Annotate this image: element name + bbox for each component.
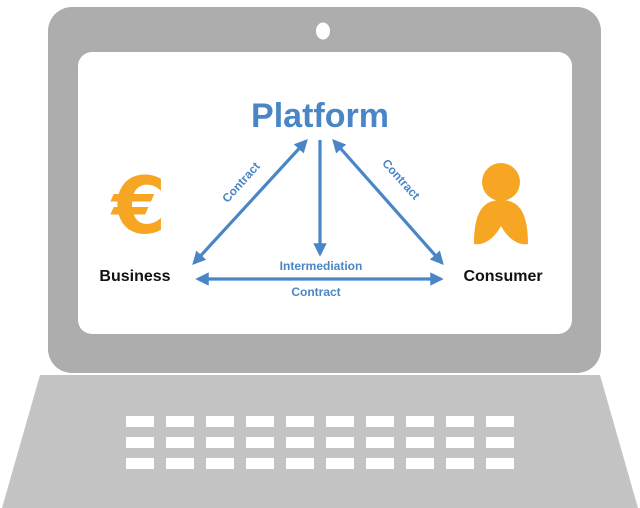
keyboard-key [206,437,234,448]
business-label: Business [99,268,170,285]
keyboard-key [446,416,474,427]
keyboard-key [166,416,194,427]
keyboard-key [246,416,274,427]
keyboard-key [366,416,394,427]
keyboard-key [366,458,394,469]
platform-title: Platform [251,97,389,135]
keyboard-key [406,458,434,469]
keyboard-key [406,416,434,427]
bottom-contract-label: Contract [291,285,340,299]
keyboard-key [446,437,474,448]
webcam-icon [316,22,330,40]
keyboard-key [286,437,314,448]
arrow-business-platform [192,139,308,265]
keyboard-key [166,437,194,448]
consumer-label: Consumer [463,268,542,285]
keyboard-key [126,416,154,427]
keyboard-key [326,458,354,469]
intermediation-label: Intermediation [280,259,363,273]
keyboard-key [286,458,314,469]
keyboard-key [326,437,354,448]
euro-icon: € [110,162,166,252]
keyboard-key [446,458,474,469]
keyboard-key [126,458,154,469]
keyboard-key [206,458,234,469]
keyboard-key [166,458,194,469]
keyboard-key [486,416,514,427]
keyboard [126,416,514,469]
laptop-base [2,375,638,508]
arrow-consumer-platform [332,138,444,266]
keyboard-key [246,437,274,448]
keyboard-key [486,437,514,448]
keyboard-key [206,416,234,427]
keyboard-key [486,458,514,469]
keyboard-key [126,437,154,448]
person-icon [474,163,528,245]
diagram-arrows [192,138,444,286]
keyboard-key [286,416,314,427]
keyboard-key [406,437,434,448]
keyboard-key [246,458,274,469]
keyboard-key [326,416,354,427]
keyboard-key [366,437,394,448]
